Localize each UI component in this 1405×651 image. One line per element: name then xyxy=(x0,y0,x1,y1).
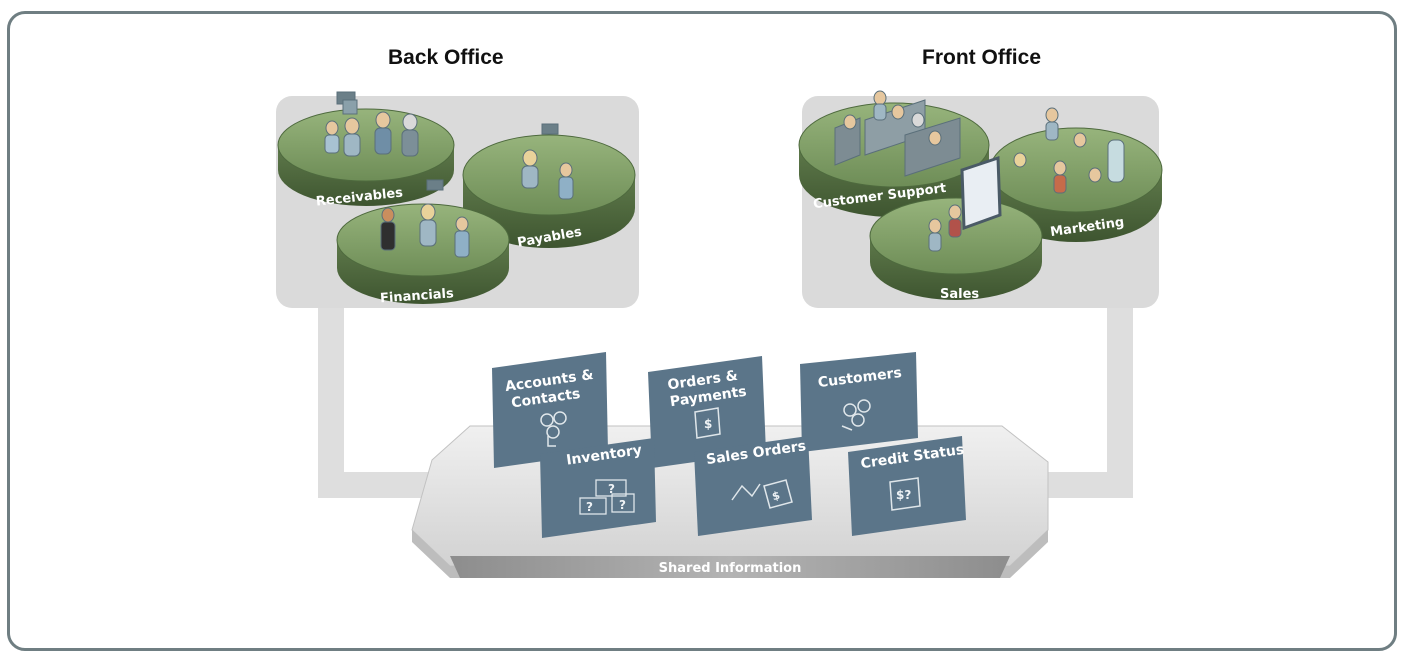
credit-symbol: $? xyxy=(896,488,911,502)
question-symbol-3: ? xyxy=(586,500,593,514)
people-group-icon xyxy=(841,399,871,431)
card-accounts-contacts: Accounts & Contacts xyxy=(492,352,608,468)
back-office-people xyxy=(324,91,574,258)
dollar-document-icon: $ xyxy=(694,407,721,439)
credit-document-icon: $? xyxy=(889,477,921,511)
card-inventory: Inventory ? ? ? xyxy=(540,438,656,538)
question-symbol-1: ? xyxy=(608,482,615,496)
people-group-icon xyxy=(540,411,567,447)
question-boxes-icon: ? ? ? xyxy=(579,479,635,515)
front-office-title: Front Office xyxy=(922,46,1041,69)
financials-label: Financials xyxy=(380,286,455,306)
card-sales-orders: Sales Orders $ xyxy=(694,436,812,536)
sales-graph-icon: $ xyxy=(731,479,793,509)
enterprise-diagram: Shared Information Receivables Payables … xyxy=(276,90,1163,578)
question-symbol-2: ? xyxy=(619,498,626,512)
back-office-title: Back Office xyxy=(388,46,504,69)
card-orders-payments: Orders & Payments $ xyxy=(648,356,766,468)
front-office-people xyxy=(834,90,1125,252)
card-credit-status: Credit Status $? xyxy=(848,436,966,536)
shared-information-label: Shared Information xyxy=(659,561,802,576)
sales-label: Sales xyxy=(940,287,979,302)
receivables-disc: Receivables xyxy=(277,108,455,210)
card-customers: Customers xyxy=(800,352,918,452)
financials-disc: Financials xyxy=(336,203,510,306)
dollar-symbol: $ xyxy=(704,417,712,431)
dollar-symbol: $ xyxy=(771,489,782,504)
